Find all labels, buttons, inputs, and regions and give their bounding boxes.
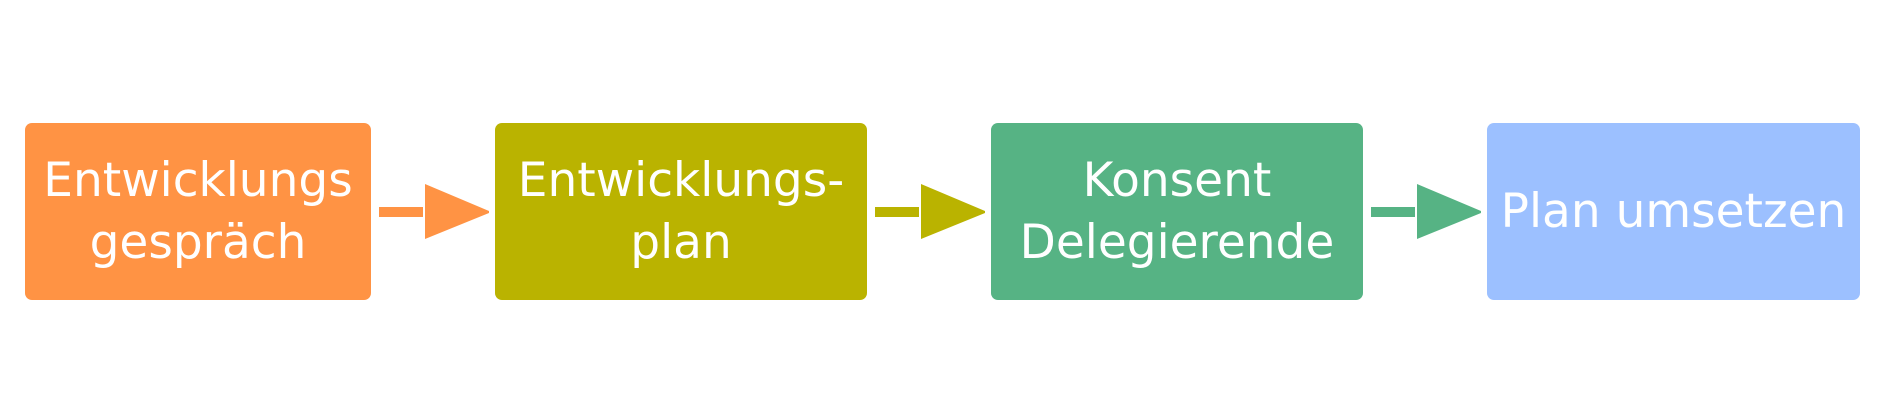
step-entwicklungsgespraech-box: Entwicklungs gespräch	[25, 123, 371, 300]
step-entwicklungsplan-box: Entwicklungs- plan	[495, 123, 867, 300]
step-label: Plan umsetzen	[1500, 183, 1847, 239]
arrow-right-icon	[379, 184, 489, 239]
arrow-right-icon	[875, 184, 985, 239]
step-label: Entwicklungs- plan	[517, 152, 845, 270]
arrow-right-icon	[1371, 184, 1481, 239]
step-label: Konsent Delegierende	[1019, 152, 1335, 270]
step-plan-umsetzen-box: Plan umsetzen	[1487, 123, 1860, 300]
step-label: Entwicklungs gespräch	[43, 152, 353, 270]
step-konsent-delegierende-box: Konsent Delegierende	[991, 123, 1363, 300]
